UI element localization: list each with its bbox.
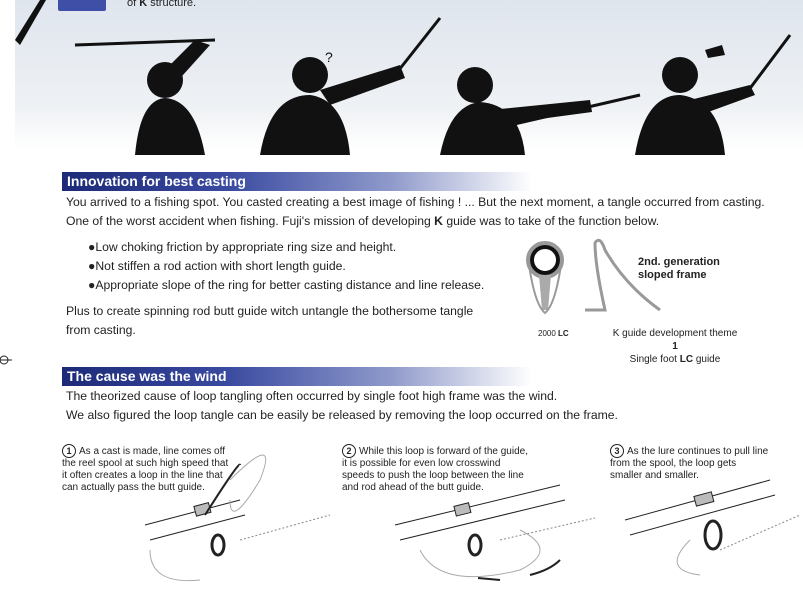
para3-line1: Plus to create spinning rod butt guide w…: [66, 304, 474, 318]
intro-paragraph-1: You arrived to a fishing spot. You caste…: [66, 195, 765, 209]
guide-images: [526, 238, 661, 315]
svg-text:?: ?: [325, 49, 333, 65]
label-2000-lc: 2000 LC: [538, 329, 569, 338]
wind-paragraph-2: We also figured the loop tangle can be e…: [66, 408, 618, 422]
bullet-item: Appropriate slope of the ring for better…: [88, 276, 484, 295]
angler-silhouette-2: ?: [260, 17, 442, 155]
rod-icon: [15, 0, 46, 45]
section-heading-innovation: Innovation for best casting: [62, 172, 532, 191]
para3-line2: from casting.: [66, 323, 136, 337]
bullet-item: Low choking friction by appropriate ring…: [88, 238, 396, 257]
diagram-step-2: [394, 484, 596, 581]
wind-paragraph-1: The theorized cause of loop tangling oft…: [66, 389, 558, 403]
angler-silhouette-1: [74, 38, 216, 155]
intro-paragraph-2: One of the worst accident when fishing. …: [66, 214, 660, 228]
bullet-item: Not stiffen a rod action with short leng…: [88, 257, 345, 276]
casting-silhouettes: ?: [15, 0, 792, 155]
diagram-step-1: [144, 454, 331, 582]
section-heading-wind: The cause was the wind: [62, 367, 532, 386]
loop-diagrams: [144, 454, 801, 582]
diagram-step-3: [624, 479, 801, 576]
sloped-frame-label: 2nd. generation sloped frame: [638, 256, 720, 281]
top-caption: of K structure.: [127, 0, 197, 9]
page-tab-marker: [58, 0, 106, 11]
angler-silhouette-3: [440, 67, 641, 155]
angler-silhouette-4: [635, 34, 792, 155]
crop-mark-icon: [0, 355, 12, 365]
